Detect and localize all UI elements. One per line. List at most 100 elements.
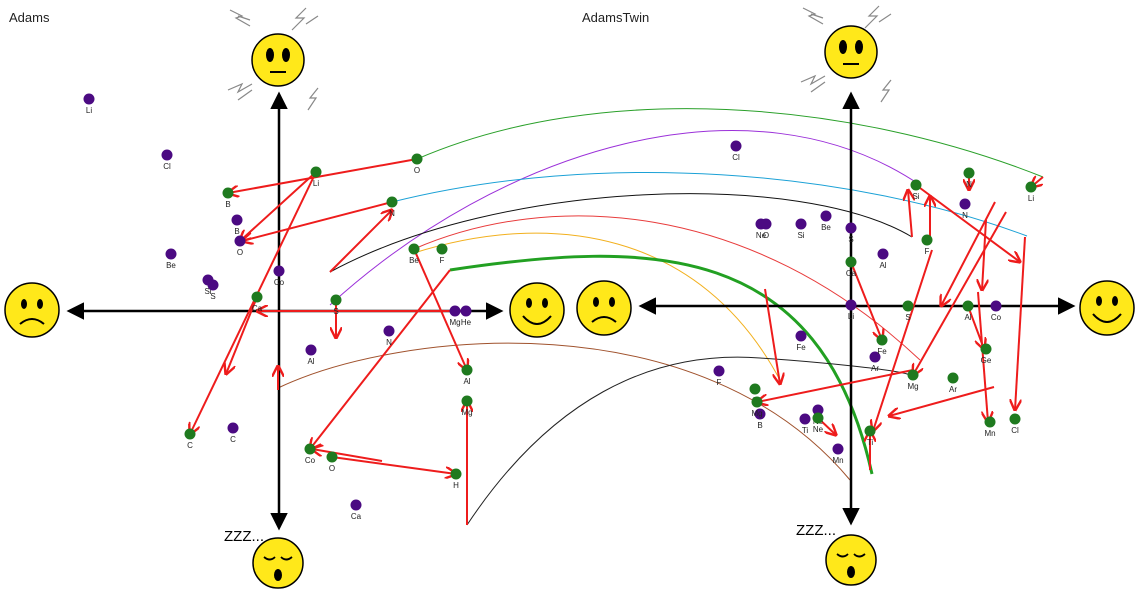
point-label: Mn bbox=[832, 456, 843, 465]
point-label: Si bbox=[912, 192, 919, 201]
purple-point bbox=[832, 443, 844, 455]
point-label: Mg bbox=[449, 318, 460, 327]
green-point bbox=[864, 425, 876, 437]
transition-arrow bbox=[331, 456, 456, 474]
green-point bbox=[845, 256, 857, 268]
point-label: Al bbox=[463, 377, 470, 386]
point-label: O bbox=[237, 248, 243, 257]
point-label: Li bbox=[86, 106, 92, 115]
point-label: Mn bbox=[984, 429, 995, 438]
transition-arrow bbox=[873, 249, 933, 431]
point-label: Li bbox=[313, 179, 319, 188]
point-label: C bbox=[187, 441, 193, 450]
point-label: H bbox=[453, 481, 459, 490]
green-point bbox=[1009, 413, 1021, 425]
sad-face-icon bbox=[4, 282, 60, 338]
point-label: Ar bbox=[949, 385, 957, 394]
point-label: S bbox=[905, 313, 910, 322]
sleepy-face-icon bbox=[252, 537, 304, 589]
transition-arrow bbox=[226, 296, 258, 374]
right-panel-title: AdamsTwin bbox=[582, 10, 650, 25]
point-label: Fe bbox=[877, 347, 887, 356]
point-label: Be bbox=[166, 261, 176, 270]
awake-face-icon bbox=[227, 7, 319, 111]
point-label: O bbox=[329, 464, 335, 473]
point-label: Fe bbox=[796, 343, 806, 352]
purple-point bbox=[83, 93, 95, 105]
purple-point bbox=[449, 305, 461, 317]
purple-point bbox=[795, 218, 807, 230]
green-point bbox=[876, 334, 888, 346]
green-point bbox=[963, 167, 975, 179]
purple-point bbox=[869, 351, 881, 363]
point-label: Ca bbox=[252, 304, 263, 313]
green-point bbox=[411, 153, 423, 165]
point-label: Cl bbox=[1011, 426, 1019, 435]
point-label: Ne bbox=[813, 425, 824, 434]
green-point bbox=[222, 187, 234, 199]
transition-arrows bbox=[190, 158, 1044, 525]
point-label: Al bbox=[964, 313, 971, 322]
purple-point bbox=[820, 210, 832, 222]
point-label: Ne bbox=[756, 231, 767, 240]
purple-point bbox=[161, 149, 173, 161]
transition-arrow bbox=[1015, 236, 1026, 410]
point-label: Ti bbox=[802, 426, 809, 435]
green-point bbox=[436, 243, 448, 255]
transition-arrow bbox=[982, 219, 986, 290]
purple-point bbox=[207, 279, 219, 291]
point-label: F bbox=[925, 247, 930, 256]
point-label: Co bbox=[305, 456, 316, 465]
transition-arrow bbox=[913, 211, 1007, 375]
green-point bbox=[330, 294, 342, 306]
connector-curve bbox=[413, 232, 781, 381]
point-label: B bbox=[234, 227, 239, 236]
green-point bbox=[184, 428, 196, 440]
connector-curve bbox=[277, 342, 851, 481]
green-point bbox=[921, 234, 933, 246]
purple-point bbox=[460, 305, 472, 317]
purple-point bbox=[845, 222, 857, 234]
left-sleep-label: ZZZ... bbox=[224, 528, 264, 545]
purple-point bbox=[231, 214, 243, 226]
point-label: Ca bbox=[351, 512, 362, 521]
green-point bbox=[251, 291, 263, 303]
connector-curve bbox=[391, 171, 1028, 237]
point-label: F bbox=[717, 378, 722, 387]
point-label: Ar bbox=[871, 364, 879, 373]
purple-point bbox=[877, 248, 889, 260]
point-label: F bbox=[440, 256, 445, 265]
awake-face-icon bbox=[800, 5, 892, 103]
purple-point bbox=[350, 499, 362, 511]
purple-point bbox=[383, 325, 395, 337]
point-label: B bbox=[757, 421, 762, 430]
transition-arrow bbox=[240, 171, 317, 241]
connector-curve bbox=[466, 356, 911, 526]
point-label: N bbox=[962, 211, 968, 220]
right-sleep-label: ZZZ... bbox=[796, 522, 836, 539]
purple-point bbox=[812, 404, 824, 416]
point-label: S bbox=[210, 292, 215, 301]
green-point bbox=[902, 300, 914, 312]
point-label: He bbox=[461, 318, 472, 327]
transition-arrow bbox=[310, 269, 451, 449]
point-label: N bbox=[966, 180, 972, 189]
purple-point bbox=[760, 218, 772, 230]
point-label: Co bbox=[991, 313, 1002, 322]
left-panel-title: Adams bbox=[9, 10, 50, 25]
transition-arrow bbox=[312, 449, 383, 462]
point-label: Si bbox=[204, 287, 211, 296]
transition-arrow bbox=[329, 210, 392, 273]
purple-point bbox=[227, 422, 239, 434]
connector-curve bbox=[416, 108, 1044, 178]
happy-face-icon bbox=[1079, 280, 1135, 336]
transition-arrow bbox=[764, 288, 780, 384]
sad-face-icon bbox=[576, 280, 632, 336]
point-label: Si bbox=[797, 231, 804, 240]
green-point bbox=[812, 412, 824, 424]
point-label: C bbox=[230, 435, 236, 444]
green-point bbox=[326, 451, 338, 463]
point-label: Li bbox=[1028, 194, 1034, 203]
